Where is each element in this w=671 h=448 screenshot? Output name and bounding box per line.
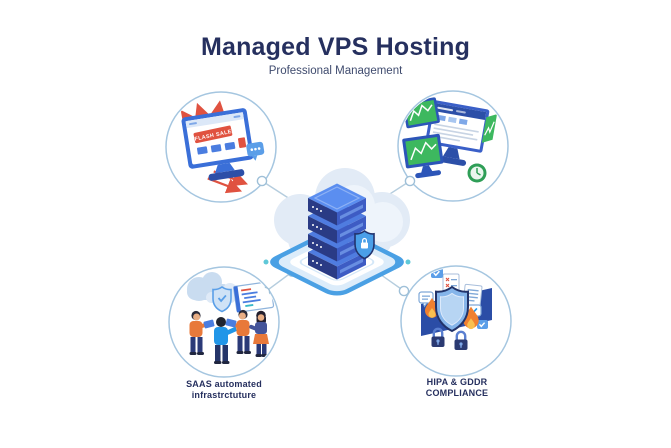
center-vps-illustration (263, 168, 411, 296)
label-line: SAAS automated (186, 379, 262, 389)
cloud-shield-icon (187, 272, 237, 313)
security-shield-icon (435, 285, 469, 333)
flame-icon (425, 298, 439, 318)
label-hipa-gddr-compliance: HIPA & GDDR COMPLIANCE (382, 377, 532, 399)
uptime-clock-icon (467, 163, 487, 183)
person-icon (249, 310, 269, 357)
code-board-icon (233, 281, 275, 313)
padlock-icon (454, 330, 468, 350)
server-stack-icon (308, 183, 366, 280)
flame-icon (463, 306, 479, 330)
padlock-icon (431, 327, 445, 347)
chat-bubble-icon (246, 141, 265, 161)
label-saas-automated-infrastructure: SAAS automated infrastrctuture (149, 379, 299, 401)
page-subtitle: Professional Management (268, 65, 403, 77)
monitoring-dashboards-icon (402, 97, 498, 183)
label-line: HIPA & GDDR (426, 377, 488, 387)
shield-lock-icon (354, 230, 375, 260)
check-bubble-icon (477, 320, 488, 329)
person-icon (214, 317, 240, 364)
flash-sale-banner (193, 125, 233, 144)
green-chart-monitor-icon (402, 133, 444, 179)
label-line: COMPLIANCE (425, 388, 489, 398)
platform-accent-dot (263, 259, 269, 265)
team-cloud-automation-icon (187, 272, 275, 364)
header: Managed VPS Hosting Professional Managem… (0, 0, 671, 77)
person-icon (189, 310, 215, 355)
label-line: infrastrctuture (191, 390, 257, 400)
security-compliance-icon (418, 268, 492, 350)
person-icon (225, 309, 251, 354)
page-title: Managed VPS Hosting (200, 33, 471, 61)
speech-bubble-icon (418, 291, 434, 308)
platform-accent-dot (405, 259, 411, 265)
website-marketing-icon: FLASH SALE (180, 100, 265, 194)
